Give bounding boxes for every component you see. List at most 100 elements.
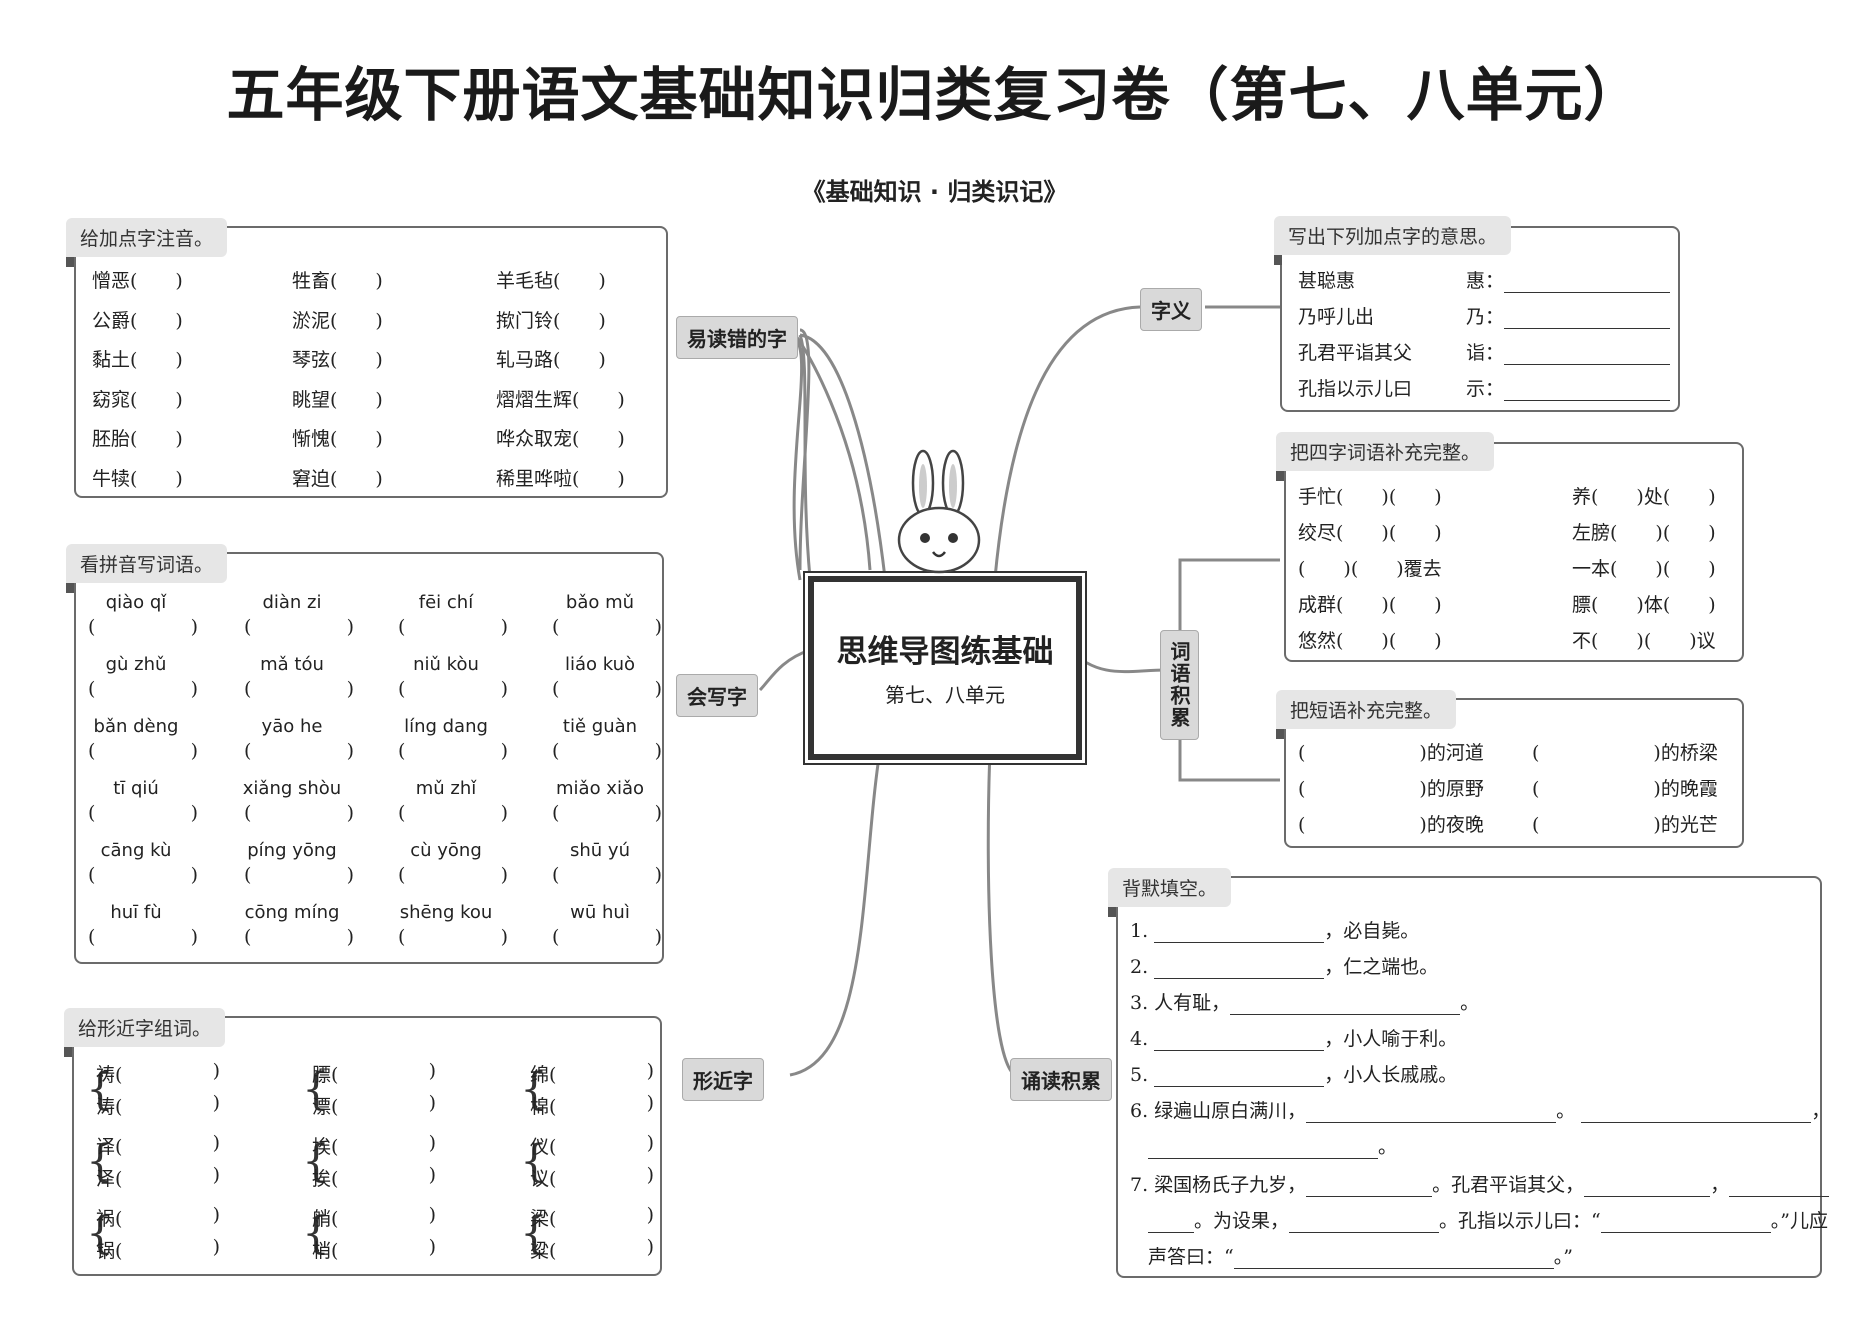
close-paren: ) (212, 1164, 220, 1186)
answer-parens[interactable]: () (88, 802, 198, 824)
idiom-item[interactable]: 悠然( )( ) (1298, 630, 1442, 652)
center-subtitle: 第七、八单元 (885, 683, 1005, 707)
word-pair-item[interactable]: 梁() (530, 1204, 654, 1231)
answer-parens[interactable]: () (552, 802, 662, 824)
word-pair-item[interactable]: 粱() (530, 1236, 654, 1263)
blank[interactable] (1504, 346, 1671, 365)
word-pair-item[interactable]: 涛() (96, 1092, 220, 1119)
brace-icon: { (86, 1136, 114, 1187)
beimo-q6: 6. 绿遍山原白满川，。 ， (1130, 1100, 1831, 1123)
blank[interactable] (1154, 960, 1325, 979)
blank[interactable] (1306, 1104, 1557, 1123)
char-label: 艄( (312, 1208, 339, 1230)
answer-parens[interactable]: () (398, 616, 508, 638)
word-pair-item[interactable]: 梢() (312, 1236, 436, 1263)
idiom-item[interactable]: ( )( )覆去 (1298, 558, 1442, 580)
blank[interactable] (1729, 1178, 1830, 1197)
idiom-item[interactable]: 手忙( )( ) (1298, 486, 1442, 508)
phrase-item[interactable]: ( )的原野 (1298, 778, 1484, 800)
phrase-item[interactable]: ( )的夜晚 (1298, 814, 1484, 836)
pinyin-prompt: shū yú (570, 840, 630, 861)
word-pair-item[interactable]: 议() (530, 1164, 654, 1191)
pinyin-item: 窘迫( ) (292, 467, 383, 490)
word-pair-item[interactable]: 泽() (96, 1164, 220, 1191)
answer-parens[interactable]: () (552, 864, 662, 886)
blank[interactable] (1306, 1178, 1433, 1197)
char-label: 锅( (96, 1240, 123, 1262)
answer-parens[interactable]: () (244, 616, 354, 638)
idiom-item[interactable]: 一本( )( ) (1572, 558, 1716, 580)
blank[interactable] (1584, 1178, 1711, 1197)
close-paren: ) (646, 1060, 654, 1082)
idiom-item[interactable]: 不( )( )议 (1572, 630, 1716, 652)
word-pair-item[interactable]: 漂() (312, 1092, 436, 1119)
xingjin-tag: 给形近字组词。 (64, 1008, 226, 1057)
answer-parens[interactable]: () (88, 926, 198, 948)
word-pair-item[interactable]: 绵() (530, 1060, 654, 1087)
blank[interactable] (1154, 924, 1325, 943)
pinyin-item: 稀里哗啦( ) (496, 467, 625, 490)
close-paren: ) (646, 1204, 654, 1226)
word-pair-item[interactable]: 锅() (96, 1236, 220, 1263)
answer-parens[interactable]: () (88, 616, 198, 638)
beimo-q7-cont2: 声答曰：“。” (1148, 1246, 1573, 1269)
blank[interactable] (1504, 274, 1671, 293)
pinyin-prompt: cù yōng (410, 840, 482, 861)
answer-parens[interactable]: () (552, 740, 662, 762)
blank[interactable] (1504, 310, 1671, 329)
blank[interactable] (1581, 1104, 1812, 1123)
word-pair-item[interactable]: 艄() (312, 1204, 436, 1231)
answer-parens[interactable]: () (244, 926, 354, 948)
answer-parens[interactable]: () (552, 616, 662, 638)
answer-parens[interactable]: () (88, 678, 198, 700)
word-pair-item[interactable]: 埃() (312, 1132, 436, 1159)
answer-parens[interactable]: () (552, 926, 662, 948)
word-pair-item[interactable]: 挨() (312, 1164, 436, 1191)
phrase-item[interactable]: ( )的晚霞 (1532, 778, 1718, 800)
blank[interactable] (1230, 996, 1461, 1015)
answer-parens[interactable]: () (552, 678, 662, 700)
word-pair-item[interactable]: 祷() (96, 1060, 220, 1087)
phrase-item[interactable]: ( )的河道 (1298, 742, 1484, 764)
idiom-item[interactable]: 绞尽( )( ) (1298, 522, 1442, 544)
pinyin-item: 羊毛毡( ) (496, 270, 606, 292)
answer-parens[interactable]: () (244, 864, 354, 886)
answer-parens[interactable]: () (244, 740, 354, 762)
blank[interactable] (1289, 1214, 1440, 1233)
blank[interactable] (1154, 1032, 1325, 1051)
blank[interactable] (1600, 1214, 1771, 1233)
word-pair-item[interactable]: 译() (96, 1132, 220, 1159)
blank[interactable] (1154, 1068, 1325, 1087)
answer-parens[interactable]: () (398, 802, 508, 824)
idiom-item[interactable]: 养( )处( ) (1572, 486, 1716, 508)
char-label: 涛( (96, 1096, 123, 1118)
answer-parens[interactable]: () (398, 678, 508, 700)
idiom-item[interactable]: 成群( )( ) (1298, 594, 1442, 616)
meaning-field[interactable]: 示： (1466, 374, 1671, 401)
meaning-field[interactable]: 诣： (1466, 338, 1671, 365)
word-pair-item[interactable]: 棉() (530, 1092, 654, 1119)
blank[interactable] (1233, 1250, 1554, 1269)
answer-parens[interactable]: () (398, 926, 508, 948)
word-pair-item[interactable]: 仪() (530, 1132, 654, 1159)
word-pair-item[interactable]: 祸() (96, 1204, 220, 1231)
word-pair-item[interactable]: 膘() (312, 1060, 436, 1087)
idiom-item[interactable]: 左膀( )( ) (1572, 522, 1716, 544)
phrase-item[interactable]: ( )的光芒 (1532, 814, 1718, 836)
blank[interactable] (1504, 382, 1671, 401)
meaning-field[interactable]: 乃： (1466, 302, 1671, 329)
answer-parens[interactable]: () (88, 740, 198, 762)
meaning-field[interactable]: 惠： (1466, 266, 1671, 293)
pinyin-section (74, 226, 668, 498)
answer-parens[interactable]: () (88, 864, 198, 886)
answer-parens[interactable]: () (244, 802, 354, 824)
idiom-item[interactable]: 膘( )体( ) (1572, 594, 1716, 616)
answer-parens[interactable]: () (244, 678, 354, 700)
pinyin-prompt: xiǎng shòu (242, 778, 342, 799)
answer-parens[interactable]: () (398, 864, 508, 886)
blank[interactable] (1148, 1214, 1194, 1233)
pinyin-item: 憎恶( ) (92, 270, 183, 292)
blank[interactable] (1148, 1140, 1378, 1159)
answer-parens[interactable]: () (398, 740, 508, 762)
phrase-item[interactable]: ( )的桥梁 (1532, 742, 1718, 764)
